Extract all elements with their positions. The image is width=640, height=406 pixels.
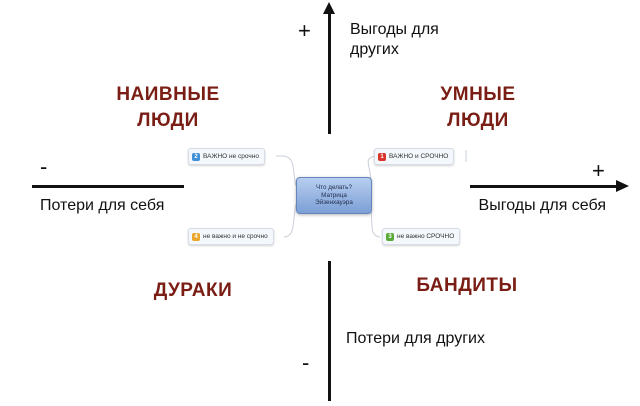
left-minus-sign: - bbox=[40, 154, 48, 179]
priority-4-icon: 4 bbox=[192, 232, 200, 241]
right-plus-sign: + bbox=[592, 158, 605, 183]
left-axis-label: Потери для себя bbox=[40, 197, 165, 214]
mindmap-node-not-important-urgent: 3 не важно СРОЧНО bbox=[382, 228, 461, 245]
node-label: не важно и не срочно bbox=[203, 233, 268, 240]
mindmap-node-important-and-urgent: 1 ВАЖНО и СРОЧНО bbox=[374, 148, 455, 165]
priority-1-icon: 1 bbox=[378, 152, 386, 161]
horizontal-axis-right bbox=[470, 185, 618, 188]
quadrant-bandits: БАНДИТЫ bbox=[416, 275, 518, 296]
priority-3-icon: 3 bbox=[386, 232, 394, 241]
mindmap-center-node: Что делать? Матрица Эйзенхауэра bbox=[296, 177, 372, 214]
quadrant-smart-people: УМНЫЕ ЛЮДИ bbox=[440, 84, 516, 131]
quadrant-fools: ДУРАКИ bbox=[153, 280, 233, 301]
mindmap-node-important-not-urgent: 2 ВАЖНО не срочно bbox=[188, 148, 265, 165]
top-axis-label: Выгоды для других bbox=[350, 21, 439, 58]
bottom-axis-label: Потери для других bbox=[346, 330, 485, 347]
node-label: не важно СРОЧНО bbox=[397, 233, 455, 240]
mindmap-node-not-important-not-urgent: 4 не важно и не срочно bbox=[188, 228, 274, 245]
node-label: ВАЖНО и СРОЧНО bbox=[389, 153, 449, 160]
horizontal-axis-left bbox=[32, 185, 184, 188]
node-label: ВАЖНО не срочно bbox=[203, 153, 259, 160]
priority-2-icon: 2 bbox=[192, 152, 200, 161]
bottom-minus-sign: - bbox=[302, 350, 310, 375]
center-node-label: Что делать? Матрица Эйзенхауэра bbox=[315, 184, 353, 207]
vertical-axis-top bbox=[328, 12, 331, 134]
top-plus-sign: + bbox=[298, 18, 311, 43]
arrow-right-icon bbox=[616, 180, 629, 192]
right-axis-label: Выгоды для себя bbox=[478, 197, 606, 214]
vertical-axis-bottom bbox=[328, 261, 331, 401]
quadrant-naive-people: НАИВНЫЕ ЛЮДИ bbox=[116, 84, 220, 131]
arrow-up-icon bbox=[323, 2, 335, 14]
